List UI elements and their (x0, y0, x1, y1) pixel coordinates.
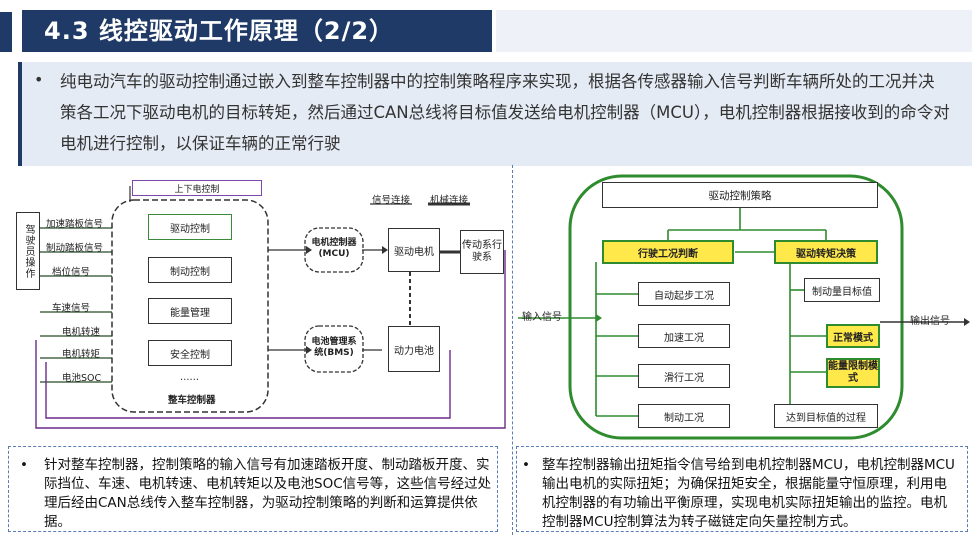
power-control-label: 上下电控制 (132, 180, 262, 196)
torque-decide-box: 驱动转矩决策 (774, 240, 878, 264)
vcu-energy-management: 能量管理 (148, 298, 232, 324)
vcu-ellipsis: …… (180, 372, 199, 383)
condition-auto-start: 自动起步工况 (638, 282, 730, 306)
intro-panel (18, 62, 972, 166)
drive-strategy-box: 驱动控制策略 (602, 182, 878, 208)
vcu-drive-control: 驱动控制 (148, 214, 232, 240)
left-note-panel (8, 446, 498, 532)
vcu-name: 整车控制器 (168, 395, 216, 406)
condition-judge-box: 行驶工况判断 (602, 240, 734, 264)
power-battery-box: 动力电池 (388, 326, 440, 372)
left-note-text: 针对整车控制器，控制策略的输入信号有加速踏板开度、制动踏板开度、实际挡位、车速、… (44, 457, 492, 530)
mcu-label: 电机控制器(MCU) (311, 238, 357, 259)
page-title: 4.3 线控驱动工作原理（2/2） (44, 17, 395, 45)
right-note-text: 整车控制器输出扭矩指令信号给到电机控制器MCU，电机控制器MCU输出电机的实际扭… (542, 457, 955, 530)
drive-motor-box: 驱动电机 (388, 228, 440, 272)
input-gear: 档位信号 (52, 267, 91, 278)
transmission-box: 传动系行驶系 (460, 230, 504, 274)
header-bar (22, 10, 492, 52)
mode-normal-box: 正常模式 (826, 324, 880, 348)
driver-box: 驾驶员操作 (16, 212, 40, 290)
left-note-bullet: • (20, 457, 28, 473)
bms-label: 电池管理系统(BMS) (311, 337, 357, 358)
input-accel: 加速踏板信号 (46, 219, 104, 230)
intro-text: 纯电动汽车的驱动控制通过嵌入到整车控制器中的控制策略程序来实现，根据各传感器输入… (60, 72, 950, 153)
condition-brake: 制动工况 (638, 404, 730, 428)
condition-accel: 加速工况 (638, 324, 730, 348)
header-accent (0, 12, 12, 52)
condition-coast: 滑行工况 (638, 364, 730, 388)
input-motor-speed: 电机转速 (62, 327, 101, 338)
output-signal-label: 输出信号 (910, 316, 950, 327)
target-process-box: 达到目标值的过程 (774, 404, 878, 428)
mode-energy-box: 能量限制模式 (826, 358, 880, 388)
diagram-divider (512, 165, 513, 535)
input-motor-torque: 电机转矩 (62, 349, 101, 360)
right-note-bullet: • (522, 457, 530, 473)
header-fill (496, 10, 972, 52)
torque-target-box: 制动量目标值 (804, 278, 880, 302)
input-speed: 车速信号 (52, 303, 91, 314)
right-note-panel (516, 446, 968, 532)
input-soc: 电池SOC (62, 373, 102, 384)
input-brake: 制动踏板信号 (46, 243, 104, 254)
vcu-safety-control: 安全控制 (148, 340, 232, 366)
input-signal-label: 输入信号 (522, 312, 562, 323)
intro-bullet: • (34, 70, 44, 89)
legend-signal: 信号连接 (372, 195, 411, 206)
legend-mechanical: 机械连接 (430, 195, 469, 206)
vcu-brake-control: 制动控制 (148, 257, 232, 283)
